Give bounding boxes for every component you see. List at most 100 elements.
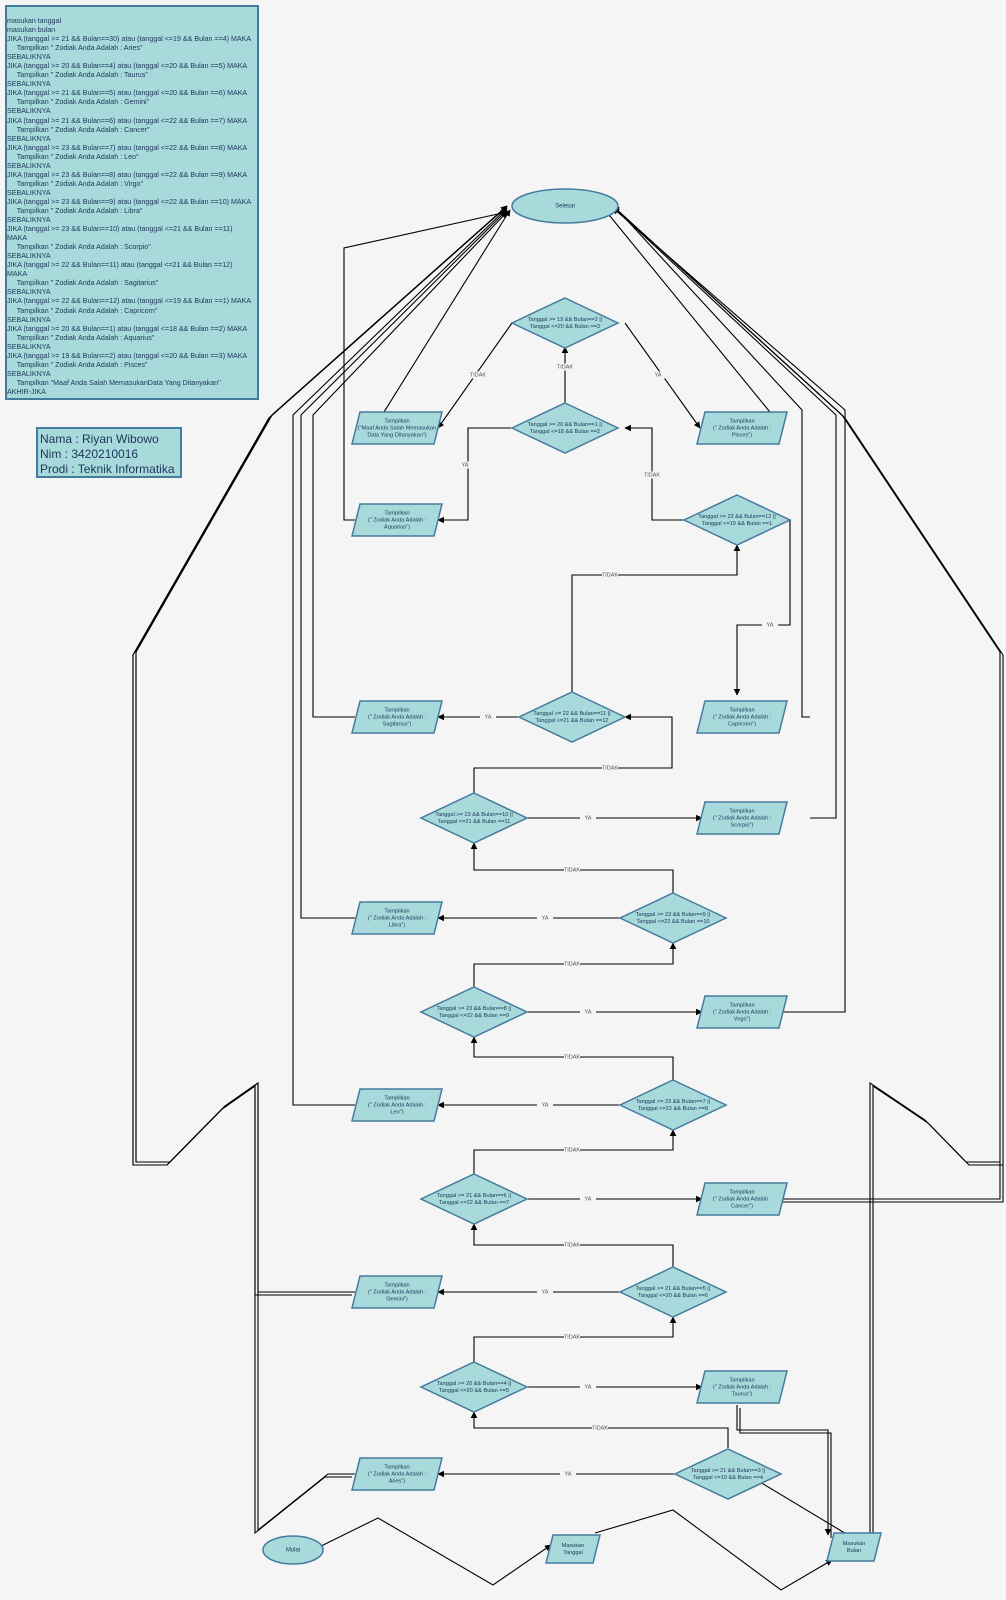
decision-text: Tanggal >= 21 && Bulan==3 || <box>691 1468 765 1474</box>
code-line: Tampilkan " Zodiak Anda Adalah : Gemini" <box>7 98 150 107</box>
code-line: SEBALIKNYA <box>7 369 51 378</box>
decision-text: Tanggal <=22 && Bulan ==7 <box>439 1200 509 1206</box>
code-line: JIKA (tanggal >= 19 && Bulan==2) atau (t… <box>7 351 248 360</box>
code-line: SEBALIKNYA <box>7 188 51 197</box>
output-text: (" Zodiak Anda Adalah : <box>368 517 427 523</box>
edge-label-ya: YA <box>485 714 492 720</box>
output-sagitarius: Tampilkan(" Zodiak Anda Adalah :Sagitari… <box>351 700 443 734</box>
edge-libra-to-end <box>300 209 508 919</box>
output-text: (" Zodiak Anda Adalah : <box>368 714 427 720</box>
code-line: SEBALIKNYA <box>7 342 51 351</box>
output-text: (" Zodiak Anda Adalah : <box>368 1102 427 1108</box>
output-text: Scorpio") <box>731 822 754 828</box>
edge-start-to-tanggal <box>312 1517 552 1586</box>
code-line: masukan bulan <box>7 26 56 35</box>
edge-label-ya: YA <box>542 915 549 921</box>
output-text: (" Zodiak Anda Adalah : <box>368 915 427 921</box>
decision-text: Tanggal >= 23 && Bulan==10 || <box>435 812 513 818</box>
code-line: MAKA <box>7 270 28 279</box>
output-text: Data Yang Ditanyakan") <box>367 432 426 438</box>
output-aries: Tampilkan(" Zodiak Anda Adalah :Aries") <box>351 1457 443 1491</box>
code-line: JIKA (tanggal >= 23 && Bulan==9) atau (t… <box>7 197 252 206</box>
edge-label-ya: YA <box>585 815 592 821</box>
decision-pisces: Tanggal >= 19 && Bulan==2 ||Tanggal <=20… <box>510 297 620 349</box>
output-text: Libra") <box>389 922 405 928</box>
code-line: JIKA (tanggal >= 21 && Bulan==30) atau (… <box>7 35 252 44</box>
edge-label-ya: YA <box>585 1384 592 1390</box>
edge-capricorn-ya <box>733 520 791 696</box>
code-line: Tampilkan " Zodiak Anda Adalah : Caprico… <box>7 306 158 315</box>
edge-label-ya: YA <box>542 1289 549 1295</box>
output-text: Tampilkan <box>384 418 409 424</box>
edge-label-tidak: TIDAK <box>592 1425 609 1431</box>
edge-label-tidak: TIDAK <box>602 572 619 578</box>
code-line: masukan tanggal <box>7 17 62 25</box>
output-text: (" Zodiak Anda Adalah : <box>368 1471 427 1477</box>
edge-label-ya: YA <box>462 462 469 468</box>
decision-text: Tanggal >= 22 && Bulan==12 || <box>698 514 776 520</box>
decision-taurus: Tanggal >= 20 && Bulan==4 ||Tanggal <=20… <box>419 1361 529 1413</box>
edge-label-ya: YA <box>565 1471 572 1477</box>
code-line: SEBALIKNYA <box>7 134 51 143</box>
output-text: Tampilkan <box>729 1377 754 1383</box>
code-line: Tampilkan " Zodiak Anda Adalah : Aries" <box>7 44 143 53</box>
code-line: SEBALIKNYA <box>7 288 51 297</box>
code-line: Tampilkan " Zodiak Anda Adalah : Aquariu… <box>7 333 155 342</box>
code-line: MAKA <box>7 234 28 243</box>
output-cancer: Tampilkan(" Zodiak Anda Adalah :Cancer") <box>696 1182 788 1216</box>
decision-text: Tanggal >= 22 && Bulan==11 || <box>533 711 610 717</box>
start-terminal: Mulai <box>262 1535 324 1565</box>
edge-label-tidak: TIDAK <box>564 1242 581 1248</box>
edge-sagitarius-to-end <box>312 211 508 718</box>
decision-text: Tanggal <=21 && Bulan ==12 <box>535 718 608 724</box>
code-line: JIKA (tanggal >= 22 && Bulan==12) atau (… <box>7 297 252 306</box>
output-text: (" Zodiak Anda Adalah : <box>713 714 772 720</box>
output-text: Tampilkan <box>729 1002 754 1008</box>
edge-label-ya: YA <box>655 372 662 378</box>
decision-text: Tanggal <=20 && Bulan ==3 <box>530 324 600 330</box>
decision-cancer: Tanggal >= 21 && Bulan==6 ||Tanggal <=22… <box>419 1173 529 1225</box>
edge-cancer-route <box>776 1081 1001 1551</box>
code-line: JIKA (tanggal >= 23 && Bulan==10) atau (… <box>7 225 233 234</box>
output-text: Cancer") <box>731 1203 753 1209</box>
output-text: Tampilkan <box>384 1282 409 1288</box>
edge-virgo-to-end <box>612 207 846 1013</box>
code-line: SEBALIKNYA <box>7 252 51 261</box>
decision-aries: Tanggal >= 21 && Bulan==3 ||Tanggal <=19… <box>673 1448 783 1500</box>
decision-gemini: Tanggal >= 21 && Bulan==5 ||Tanggal <=20… <box>618 1266 728 1318</box>
code-line: JIKA (tanggal >= 23 && Bulan==8) atau (t… <box>7 170 248 179</box>
code-line: Tampilkan " Zodiak Anda Adalah : Cancer" <box>7 125 150 134</box>
code-line: Tampilkan " Zodiak Anda Adalah : Leo" <box>7 152 139 161</box>
code-line: SEBALIKNYA <box>7 216 51 225</box>
code-line: SEBALIKNYA <box>7 315 51 324</box>
edge-label-ya: YA <box>585 1009 592 1015</box>
output-text: Tampilkan <box>384 908 409 914</box>
output-gemini: Tampilkan(" Zodiak Anda Adalah :Gemini") <box>351 1275 443 1309</box>
edge-label-ya: YA <box>767 622 774 628</box>
edge-aries-to-end <box>135 205 508 1532</box>
output-text: (" Zodiak Anda Adalah : <box>713 1009 772 1015</box>
output-text: Capricorn") <box>728 721 756 727</box>
code-line: JIKA (tanggal >= 23 && Bulan==7) atau (t… <box>7 143 248 152</box>
end-terminal-text: Selesai <box>555 204 575 210</box>
decision-text: Tanggal >= 20 && Bulan==1 || <box>528 422 602 428</box>
output-text: Aries") <box>389 1478 406 1484</box>
decision-text: Tanggal <=22 && Bulan ==8 <box>638 1106 708 1112</box>
edge-right-outer-to-end-shadow <box>615 208 1004 1165</box>
output-pisces: Tampilkan(" Zodiak Anda Adalah :Pisces") <box>696 411 788 445</box>
edge-label-tidak: TIDAK <box>564 867 581 873</box>
decision-virgo: Tanggal >= 23 && Bulan==8 ||Tanggal <=22… <box>419 986 529 1038</box>
output-text: Gemini") <box>386 1296 408 1302</box>
student-name: Nama : Riyan Wibowo <box>40 432 159 446</box>
decision-text: Tanggal <=22 && Bulan ==10 <box>636 919 709 925</box>
output-text: Virgo") <box>734 1016 751 1022</box>
code-line: SEBALIKNYA <box>7 53 51 62</box>
decision-text: Tanggal <=21 && Bulan ==11 <box>438 819 511 825</box>
output-text: Tampilkan <box>384 510 409 516</box>
input-text: Bulan <box>847 1548 861 1554</box>
edge-label-tidak: TIDAK <box>470 372 487 378</box>
code-line: JIKA (tanggal >= 22 && Bulan==11) atau (… <box>7 261 233 270</box>
output-text: (" Zodiak Anda Adalah : <box>368 1289 427 1295</box>
code-line: Tampilkan " Zodiak Anda Adalah : Scorpio… <box>7 243 151 252</box>
